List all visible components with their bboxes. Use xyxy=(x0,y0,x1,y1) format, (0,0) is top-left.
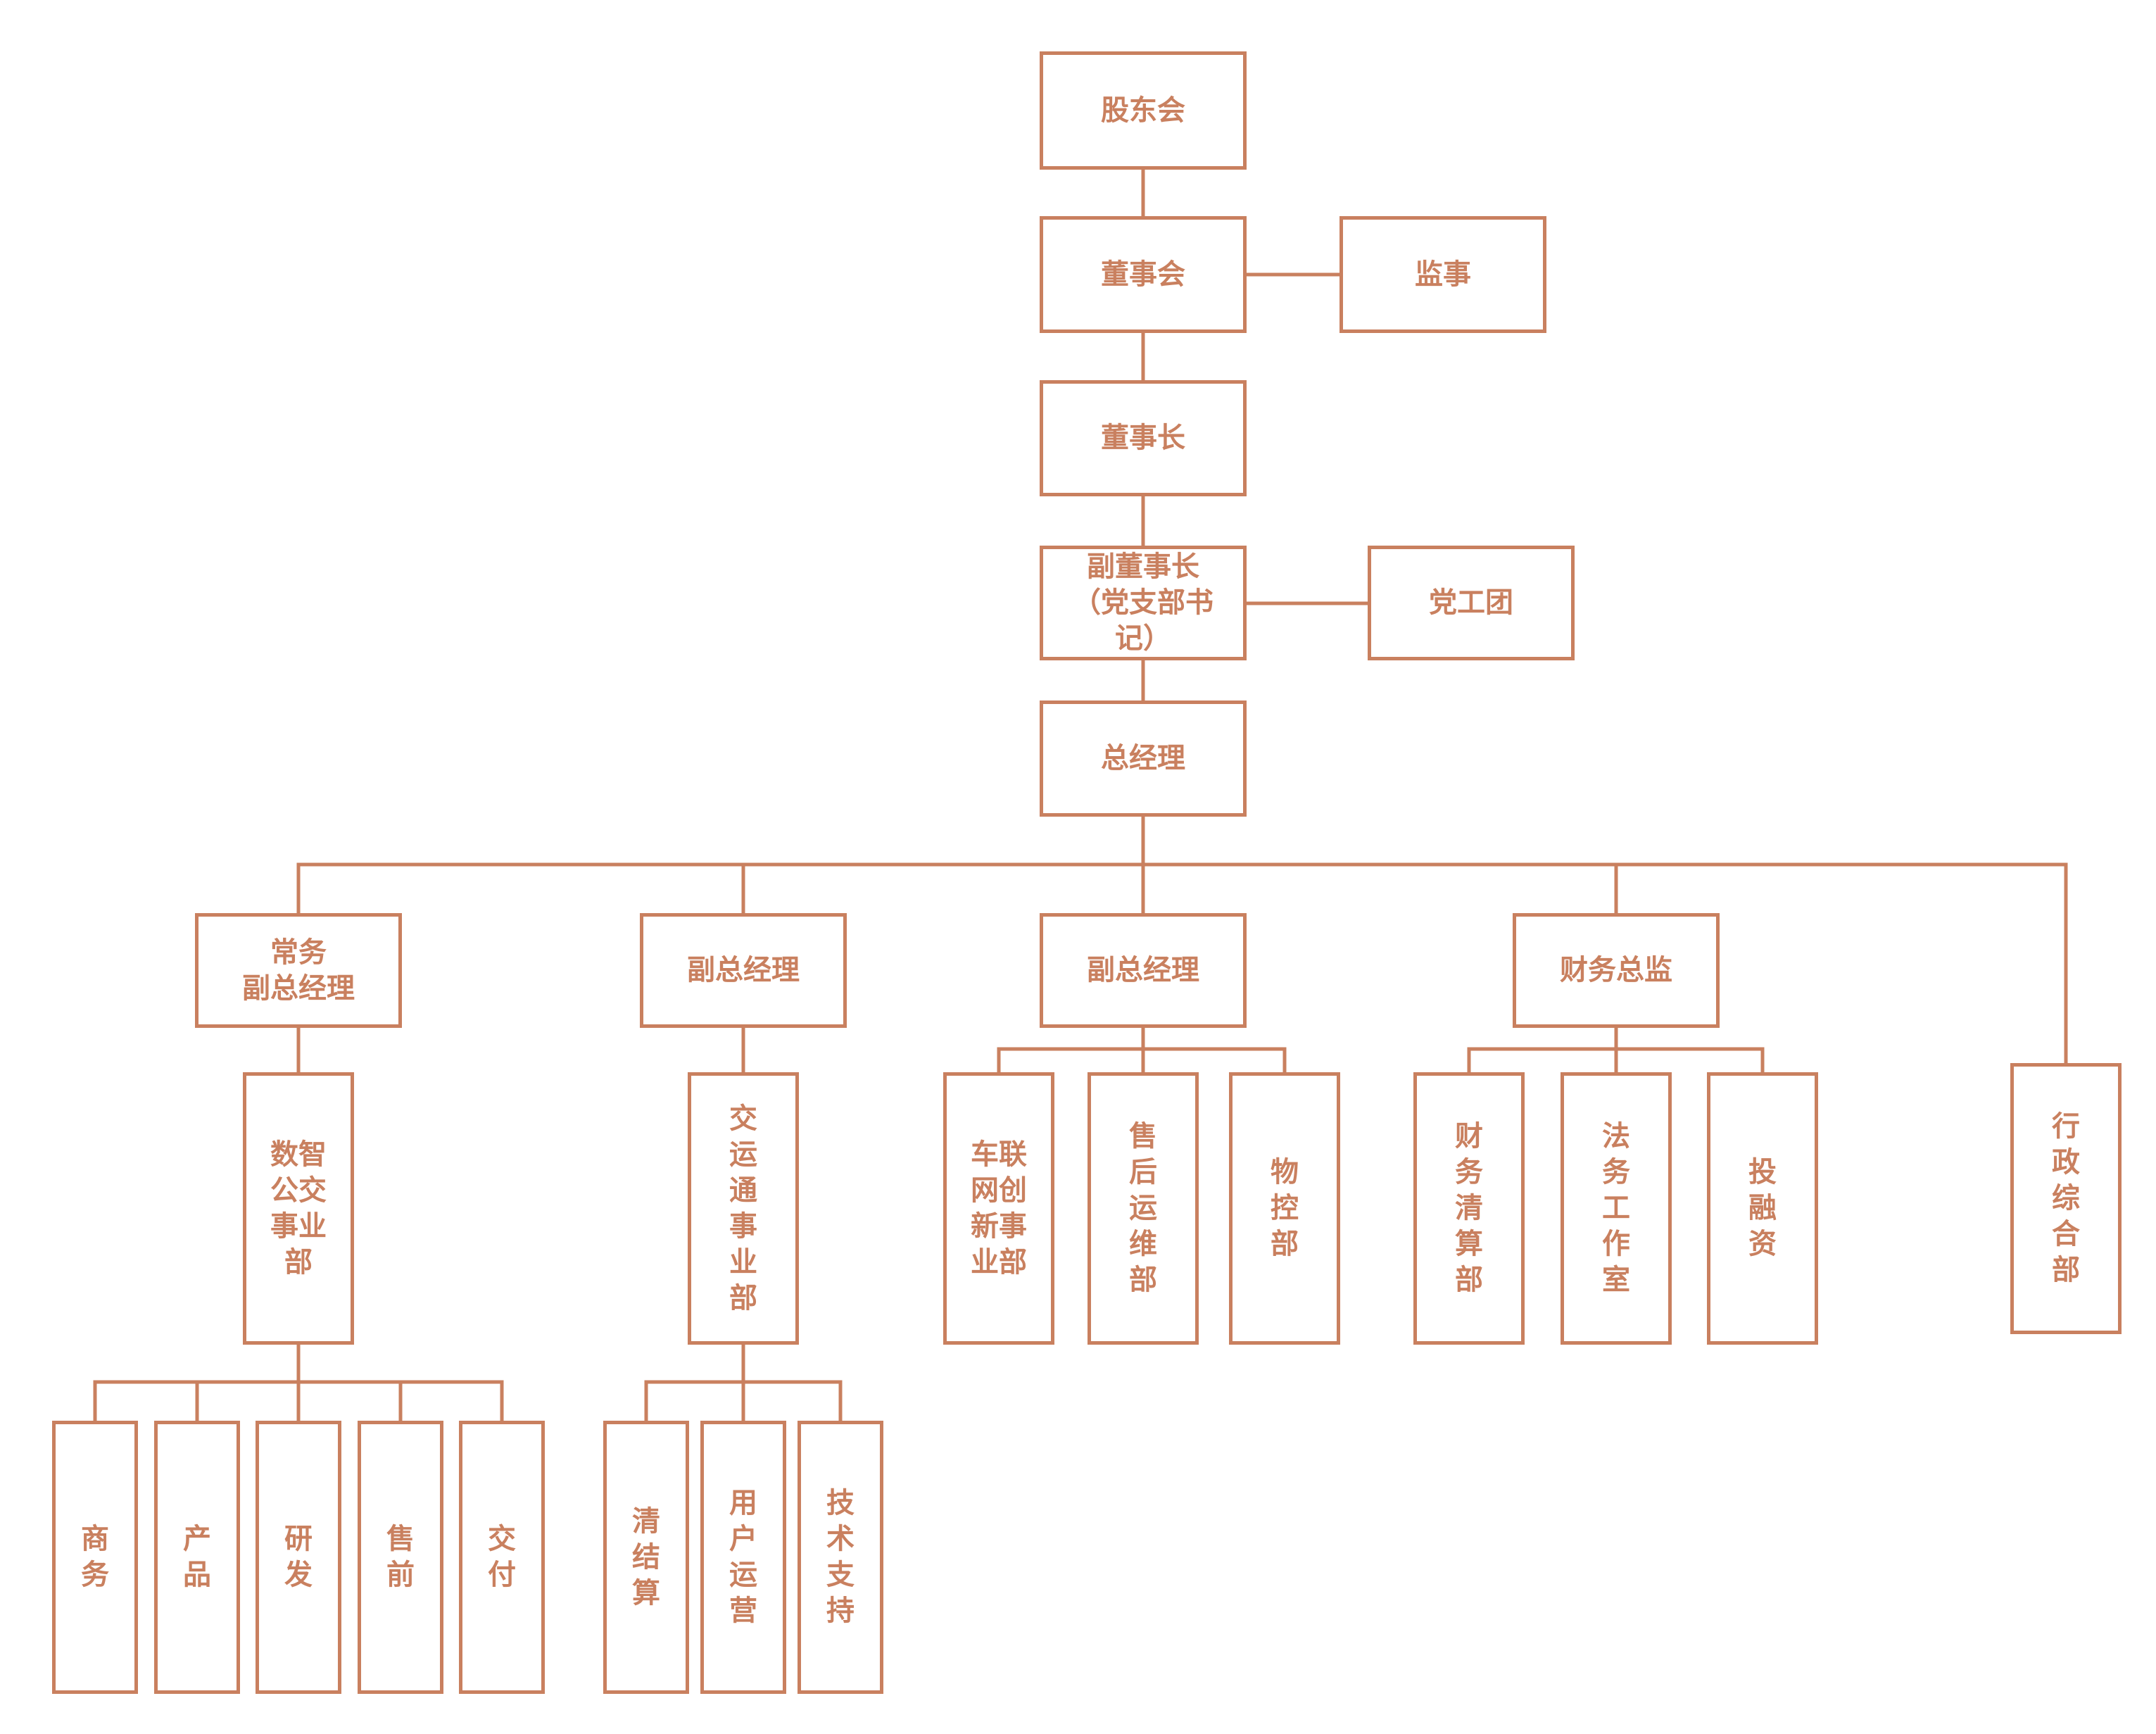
node-board: 董事会 xyxy=(1040,216,1247,333)
node-vice-chairman: 副董事长 （党支部书 记） xyxy=(1040,546,1247,660)
node-user-ops: 用 户 运 营 xyxy=(700,1421,786,1694)
node-cfo: 财务总监 xyxy=(1513,913,1720,1028)
node-transport: 交 运 通 事 业 部 xyxy=(688,1072,799,1345)
node-chairman: 董事长 xyxy=(1040,380,1247,496)
node-finance-clearing: 财 务 清 算 部 xyxy=(1413,1072,1525,1345)
node-logistics: 物 控 部 xyxy=(1229,1072,1340,1345)
node-business: 商 务 xyxy=(52,1421,138,1694)
node-after-sales: 售 后 运 维 部 xyxy=(1088,1072,1199,1345)
node-smart-bus: 数智 公交 事业 部 xyxy=(243,1072,354,1345)
node-general-manager: 总经理 xyxy=(1040,700,1247,817)
node-vp-2: 副总经理 xyxy=(1040,913,1247,1028)
node-shareholders: 股东会 xyxy=(1040,51,1247,170)
node-vp-1: 副总经理 xyxy=(640,913,847,1028)
node-admin: 行 政 综 合 部 xyxy=(2010,1063,2122,1334)
node-legal: 法 务 工 作 室 xyxy=(1561,1072,1672,1345)
node-tech-support: 技 术 支 持 xyxy=(798,1421,883,1694)
node-rnd: 研 发 xyxy=(256,1421,341,1694)
node-product: 产 品 xyxy=(154,1421,240,1694)
node-iov: 车联 网创 新事 业部 xyxy=(943,1072,1054,1345)
node-party-union: 党工团 xyxy=(1368,546,1575,660)
node-settlement: 清 结 算 xyxy=(603,1421,689,1694)
node-supervisor: 监事 xyxy=(1339,216,1546,333)
node-presales: 售 前 xyxy=(358,1421,443,1694)
node-investment: 投 融 资 xyxy=(1707,1072,1818,1345)
node-delivery: 交 付 xyxy=(459,1421,545,1694)
node-exec-vp: 常务 副总经理 xyxy=(195,913,402,1028)
